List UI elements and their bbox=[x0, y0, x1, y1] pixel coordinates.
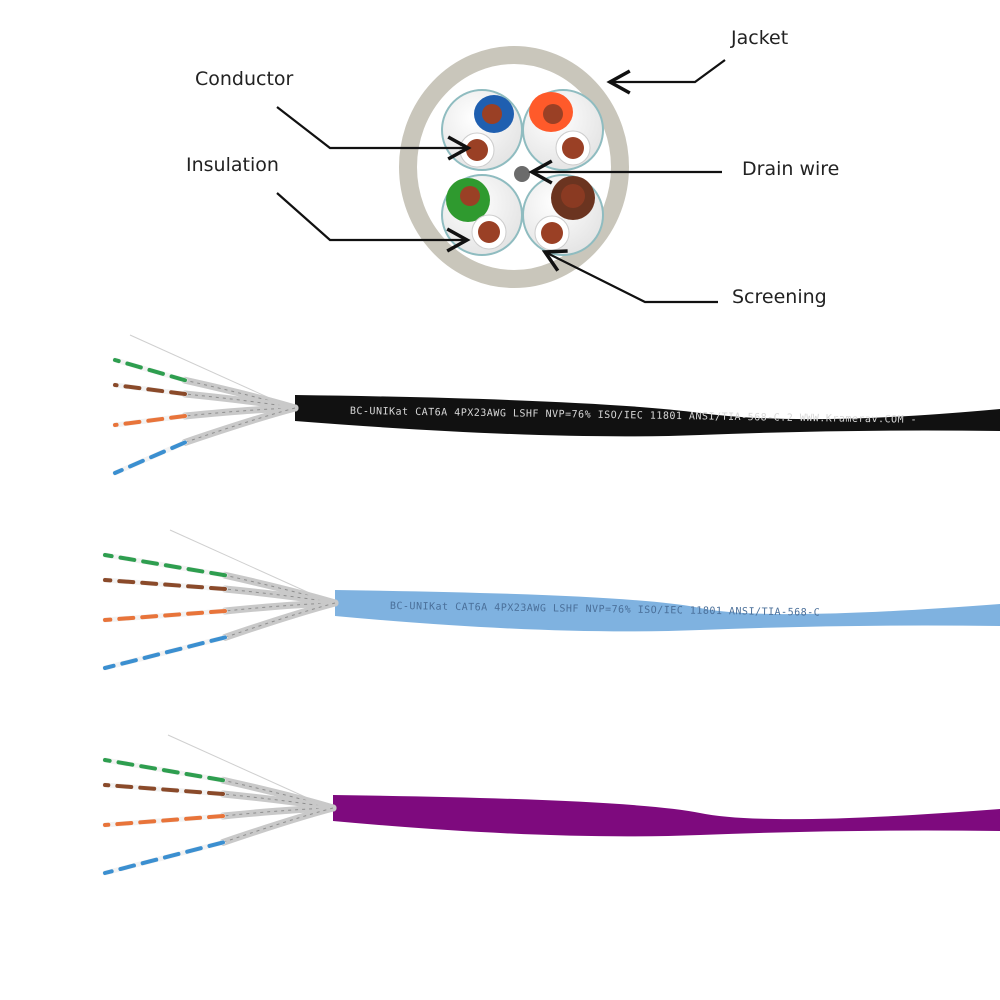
pair-blue bbox=[441, 89, 523, 171]
blue-cable: BC-UNIKat CAT6A 4PX23AWG LSHF NVP=76% IS… bbox=[102, 529, 1000, 671]
drain-wire-label: Drain wire bbox=[742, 158, 840, 180]
twisted-pair-color bbox=[103, 578, 227, 591]
twisted-pair-color bbox=[113, 440, 187, 475]
drain-wire-strand bbox=[167, 734, 324, 806]
twisted-pair-color bbox=[103, 814, 225, 827]
jacket-leader bbox=[606, 59, 726, 95]
jacket-label: Jacket bbox=[731, 27, 789, 49]
twisted-pair-color bbox=[113, 358, 187, 383]
drain-wire-strand bbox=[169, 529, 326, 601]
foil-shield-texture bbox=[224, 602, 336, 638]
twisted-pair-color bbox=[103, 783, 225, 796]
conductor-label: Conductor bbox=[195, 68, 294, 90]
insulation-label: Insulation bbox=[186, 154, 279, 176]
drain-wire bbox=[514, 166, 530, 182]
twisted-pair-color bbox=[103, 609, 227, 622]
twisted-pair-color bbox=[113, 414, 187, 427]
screening-leader bbox=[541, 249, 718, 304]
purple-cable bbox=[102, 734, 1000, 876]
screening-label: Screening bbox=[732, 286, 827, 308]
pair-orange bbox=[522, 89, 604, 171]
pair-green bbox=[441, 174, 523, 256]
drain-wire-strand bbox=[129, 334, 286, 406]
cable-jacket bbox=[335, 590, 1000, 632]
foil-shield-texture bbox=[222, 807, 334, 843]
twisted-pair-color bbox=[103, 840, 225, 875]
foil-shield-texture bbox=[184, 407, 296, 443]
twisted-pair-color bbox=[103, 635, 227, 670]
insulation-leader bbox=[276, 192, 471, 253]
black-cable: BC-UNIKat CAT6A 4PX23AWG LSHF NVP=76% IS… bbox=[112, 334, 1000, 476]
cable-jacket bbox=[295, 395, 1000, 437]
twisted-pair-color bbox=[103, 553, 227, 578]
twisted-pair-color bbox=[113, 383, 187, 396]
cable-jacket bbox=[333, 795, 1000, 837]
conductor-leader bbox=[276, 106, 472, 161]
twisted-pair-color bbox=[103, 758, 225, 783]
pair-brown bbox=[522, 174, 604, 256]
